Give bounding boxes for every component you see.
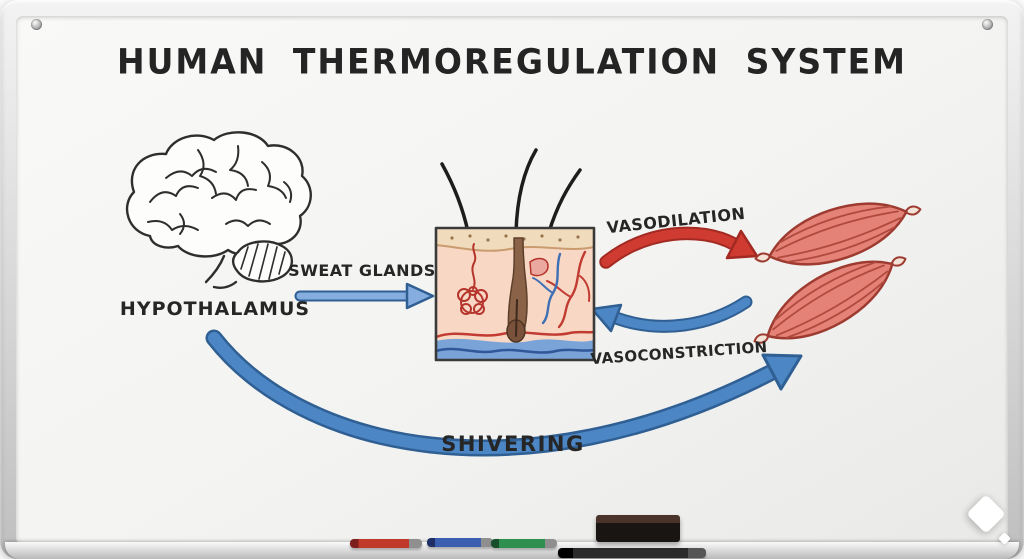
marker-tray: [5, 542, 1019, 559]
eraser-icon: [596, 515, 680, 542]
blue-marker-icon: [427, 538, 493, 547]
red-marker-icon: [350, 539, 422, 548]
label-sweat-glands: SWEAT GLANDS: [288, 261, 436, 280]
diagram-title: HUMAN THERMOREGULATION SYSTEM: [117, 40, 907, 83]
green-marker-icon: [491, 539, 557, 548]
black-marker-icon: [558, 548, 706, 558]
label-shivering: SHIVERING: [441, 432, 585, 456]
screw-icon-top-left: [31, 19, 42, 30]
board-surface: [16, 16, 1008, 545]
screw-icon-top-right: [982, 19, 993, 30]
label-hypothalamus: HYPOTHALAMUS: [119, 298, 311, 320]
